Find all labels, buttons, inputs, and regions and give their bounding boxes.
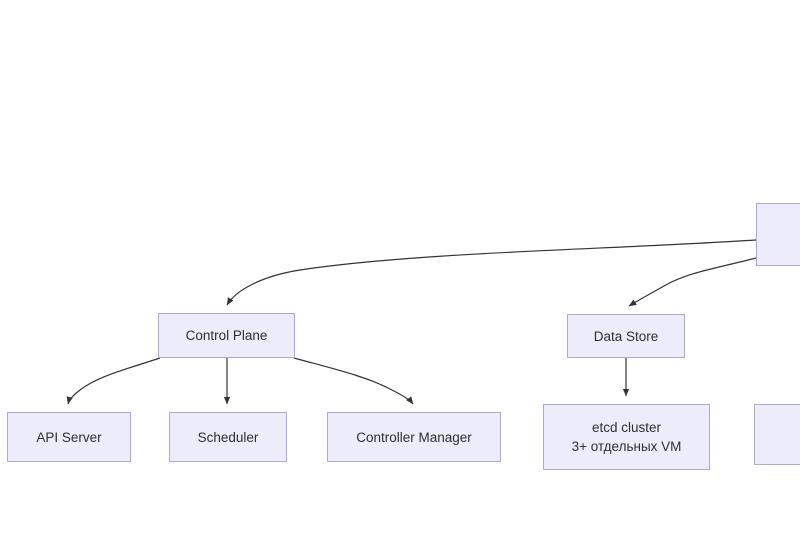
node-data-store-label: Data Store — [593, 328, 659, 344]
edge-cluster-to-control-plane — [226, 239, 757, 306]
node-controller-manager-label: Controller Manager — [356, 429, 472, 445]
edge-control-plane-to-controller-manager — [293, 357, 414, 405]
node-scheduler[interactable]: Scheduler — [169, 412, 287, 462]
node-data-store[interactable]: Data Store — [567, 314, 685, 358]
node-etcd-cluster-label-line-2: 3+ отдельных VM — [571, 439, 682, 454]
node-etcd-cluster[interactable]: etcd cluster 3+ отдельных VM — [543, 404, 710, 470]
node-control-plane[interactable]: Control Plane — [158, 313, 295, 358]
node-controller-manager[interactable]: Controller Manager — [327, 412, 501, 462]
node-api-server[interactable]: API Server — [7, 412, 131, 462]
node-install[interactable]: уста — [754, 404, 800, 465]
node-cluster[interactable]: К Раз — [756, 203, 800, 266]
node-control-plane-label: Control Plane — [185, 328, 268, 343]
node-api-server-label: API Server — [36, 429, 102, 445]
edge-cluster-to-data-store — [628, 257, 757, 307]
node-etcd-cluster-label-line-1: etcd cluster — [591, 420, 662, 435]
node-scheduler-label: Scheduler — [197, 429, 259, 445]
edge-control-plane-to-api-server — [66, 357, 161, 405]
